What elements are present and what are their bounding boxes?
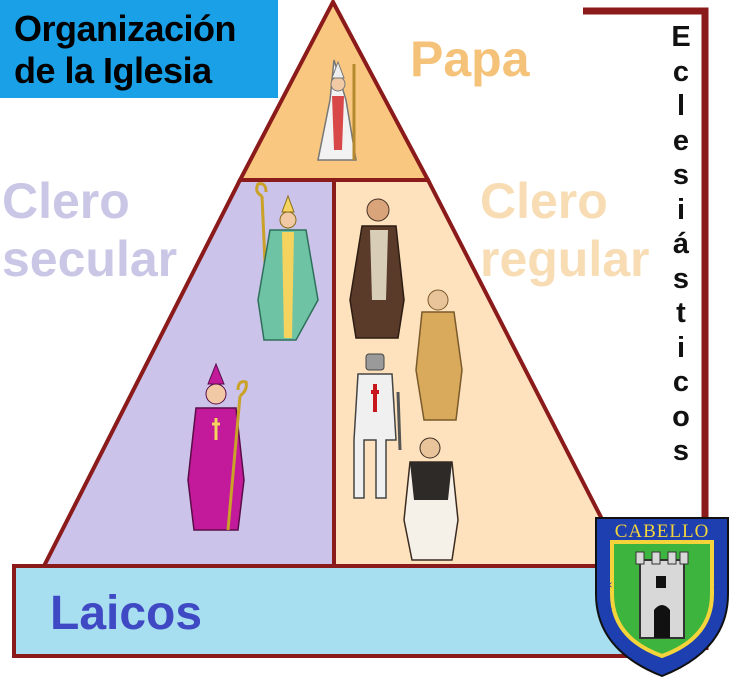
templar-knight-icon [353, 353, 402, 499]
eclesiasticos-letter: E [671, 21, 691, 53]
eclesiasticos-letter: l [676, 90, 686, 122]
svg-text:✶: ✶ [602, 603, 614, 619]
eclesiasticos-bracket [583, 7, 709, 650]
eclesiasticos-letter: c [672, 55, 690, 88]
clero-secular-line-1: Clero [2, 173, 130, 229]
clero-secular-line-2: secular [2, 231, 178, 287]
clero-regular-line-1: Clero [480, 173, 608, 229]
crest-banner-text: CABELLO [615, 521, 710, 542]
pope-figure-icon [317, 59, 357, 161]
eclesiasticos-letter: t [676, 297, 686, 329]
title-box: Organización de la Iglesia [0, 0, 278, 98]
coat-of-arms: ✶ ✶ ✶ ✶ ✶ CABELLO [595, 517, 729, 678]
clero-regular-line-2: regular [480, 231, 650, 287]
monk-figure-icon [349, 198, 405, 339]
eclesiasticos-letter: e [672, 124, 690, 157]
eclesiasticos-letter: o [672, 400, 690, 433]
bishop-purple-figure-icon [187, 362, 248, 531]
star-icon: ✶ ✶ ✶ ✶ ✶ [602, 577, 724, 675]
eclesiasticos-letter: c [672, 366, 690, 398]
papa-label: Papa [410, 31, 530, 87]
eclesiasticos-letter: s [672, 435, 690, 467]
eclesiasticos-letter: á [672, 228, 690, 260]
svg-text:✶: ✶ [656, 659, 668, 675]
svg-text:✶: ✶ [602, 577, 614, 593]
friar-figure-icon [415, 289, 463, 421]
title-line-2: de la Iglesia [14, 50, 212, 91]
title-line-1: Organización [14, 8, 237, 49]
svg-text:✶: ✶ [712, 603, 724, 619]
eclesiasticos-letter: s [672, 159, 690, 191]
eclesiasticos-letter: i [676, 331, 686, 364]
castle-tower-icon [635, 551, 689, 639]
eclesiasticos-letter: s [672, 262, 690, 295]
dominican-figure-icon [403, 437, 459, 561]
clero-regular-label: Clero regular [480, 172, 650, 288]
clero-secular-label: Clero secular [2, 172, 177, 288]
eclesiasticos-letter: i [676, 193, 686, 226]
bishop-figure-icon [255, 182, 319, 341]
laicos-label: Laicos [50, 587, 203, 640]
svg-text:✶: ✶ [712, 577, 724, 593]
